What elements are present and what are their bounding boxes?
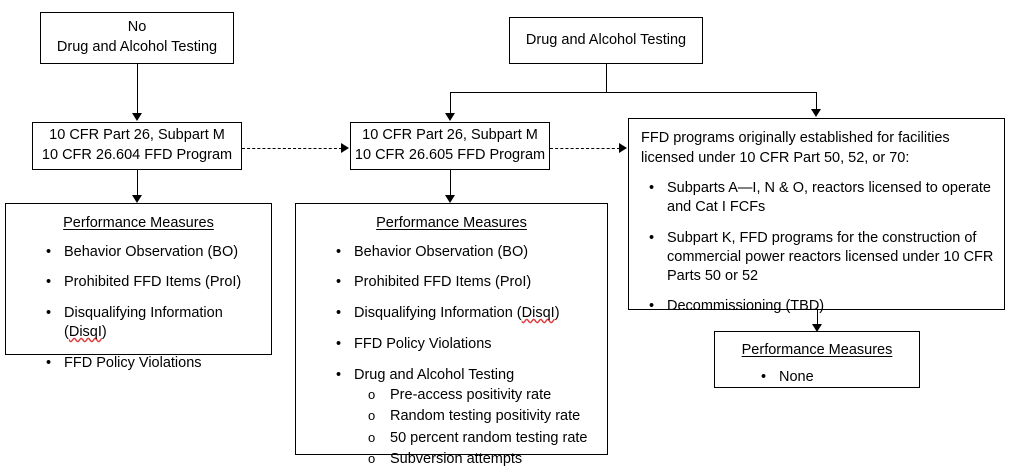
bullet-icon: • xyxy=(46,274,52,291)
bullet-icon: • xyxy=(649,298,655,315)
list-item: • Prohibited FFD Items (ProI) xyxy=(38,273,263,292)
list-item-label: Subversion attempts xyxy=(390,451,523,466)
list-item-label: Random testing positivity rate xyxy=(390,408,581,425)
list-item: • Disqualifying Information (DisqI) xyxy=(38,304,263,342)
arrowhead-down-icon xyxy=(445,195,455,203)
bullet-icon: • xyxy=(336,274,342,291)
list-item: o Pre-access positivity rate xyxy=(354,386,599,406)
connector-testing-split-bar xyxy=(450,92,816,93)
connector-ffd-to-pm-right xyxy=(817,310,818,325)
node-26604-line2: 10 CFR 26.604 FFD Program xyxy=(41,147,233,163)
arrowhead-right-icon xyxy=(619,143,627,153)
list-item-label: Pre-access positivity rate xyxy=(390,386,552,403)
circle-bullet-icon: o xyxy=(368,386,376,402)
node-testing-line1: Drug and Alcohol Testing xyxy=(525,31,687,48)
connector-no-testing-to-26604 xyxy=(137,64,138,114)
list-item-label: Drug and Alcohol Testing xyxy=(354,366,515,383)
arrowhead-down-icon xyxy=(132,113,142,121)
list-item: • FFD Policy Violations xyxy=(38,354,263,373)
connector-testing-stem xyxy=(606,64,607,92)
page-title: Performance Measures xyxy=(376,215,527,231)
connector-26605-to-pm-middle xyxy=(450,170,451,196)
bullet-icon: • xyxy=(46,354,52,371)
list-item: o Subversion attempts xyxy=(354,450,599,466)
list-item-label: None xyxy=(779,368,814,385)
bullet-icon: • xyxy=(46,243,52,260)
connector-26604-to-26605-dashed xyxy=(242,148,342,149)
list-item-label: FFD Policy Violations xyxy=(354,336,492,353)
bullet-icon: • xyxy=(336,336,342,353)
list-item: • Prohibited FFD Items (ProI) xyxy=(328,273,599,292)
list-item: • Behavior Observation (BO) xyxy=(328,243,599,262)
list-item-label: Subparts A—I, N & O, reactors licensed t… xyxy=(667,180,991,215)
list-item: o 50 percent random testing rate xyxy=(354,429,599,449)
list-item-label: Prohibited FFD Items (ProI) xyxy=(354,274,532,291)
list-item-label: FFD Policy Violations xyxy=(64,354,202,371)
pm-right-bullet-list: • None xyxy=(723,368,911,387)
list-item-label: Behavior Observation (BO) xyxy=(354,243,529,260)
bullet-icon: • xyxy=(46,305,52,322)
node-no-drug-and-alcohol-testing: No Drug and Alcohol Testing xyxy=(40,12,234,64)
node-26604-line1: 10 CFR Part 26, Subpart M xyxy=(49,127,225,144)
page-title: Performance Measures xyxy=(741,342,893,358)
bullet-icon: • xyxy=(336,366,342,383)
node-subpart-m-26605: 10 CFR Part 26, Subpart M 10 CFR 26.605 … xyxy=(350,122,550,170)
list-item: • Subparts A—I, N & O, reactors licensed… xyxy=(641,179,994,217)
bullet-icon: • xyxy=(336,305,342,322)
list-item-label: 50 percent random testing rate xyxy=(390,429,588,446)
pm-left-bullet-list: • Behavior Observation (BO) • Prohibited… xyxy=(14,243,263,373)
connector-split-to-26605 xyxy=(450,92,451,114)
arrowhead-right-icon xyxy=(341,143,349,153)
circle-bullet-icon: o xyxy=(368,429,376,445)
bullet-icon: • xyxy=(761,368,767,385)
list-item: o Random testing positivity rate xyxy=(354,407,599,427)
node-drug-and-alcohol-testing: Drug and Alcohol Testing xyxy=(509,17,703,64)
connector-split-to-ffd-programs xyxy=(816,92,817,110)
node-performance-measures-left: Performance Measures • Behavior Observat… xyxy=(5,203,272,371)
list-item: • Disqualifying Information (DisqI) xyxy=(328,304,599,323)
arrowhead-down-icon xyxy=(811,109,821,117)
ffd-intro-line2: licensed under 10 CFR Part 50, 52, or 70… xyxy=(641,149,910,166)
list-item: • Behavior Observation (BO) xyxy=(38,243,263,262)
list-item: • None xyxy=(753,368,911,387)
circle-bullet-icon: o xyxy=(368,451,376,466)
list-item-label: Disqualifying Information (DisqI) xyxy=(64,305,223,341)
circle-bullet-icon: o xyxy=(368,408,376,424)
arrowhead-down-icon xyxy=(445,113,455,121)
spellcheck-underlined-word: DisqI xyxy=(68,324,102,341)
node-subpart-m-26604: 10 CFR Part 26, Subpart M 10 CFR 26.604 … xyxy=(32,122,242,170)
node-no-testing-line2: Drug and Alcohol Testing xyxy=(56,39,218,55)
bullet-icon: • xyxy=(649,229,655,246)
node-no-testing-line1: No xyxy=(127,19,147,36)
bullet-icon: • xyxy=(336,243,342,260)
list-item: • Decommissioning (TBD) xyxy=(641,297,994,316)
node-performance-measures-right: Performance Measures • None xyxy=(714,331,920,388)
node-26605-line1: 10 CFR Part 26, Subpart M xyxy=(362,127,538,144)
arrowhead-down-icon xyxy=(132,195,142,203)
list-item: • FFD Policy Violations xyxy=(328,335,599,354)
list-item-label: Prohibited FFD Items (ProI) xyxy=(64,274,242,291)
pm-middle-bullet-list: • Behavior Observation (BO) • Prohibited… xyxy=(304,243,599,466)
list-item: • Drug and Alcohol Testing o Pre-access … xyxy=(328,366,599,466)
connector-26605-to-ffd-dashed xyxy=(550,148,620,149)
ffd-programs-bullet-list: • Subparts A—I, N & O, reactors licensed… xyxy=(641,179,994,316)
node-performance-measures-middle: Performance Measures • Behavior Observat… xyxy=(295,203,608,466)
spellcheck-underlined-word: DisqI xyxy=(521,305,555,322)
list-item-label: Disqualifying Information (DisqI) xyxy=(354,305,560,322)
list-item-label: Decommissioning (TBD) xyxy=(667,298,825,315)
connector-26604-to-pm-left xyxy=(137,170,138,196)
list-item: • Subpart K, FFD programs for the constr… xyxy=(641,229,994,286)
bullet-icon: • xyxy=(649,180,655,197)
list-item-label: Subpart K, FFD programs for the construc… xyxy=(667,229,994,284)
list-item-label: Behavior Observation (BO) xyxy=(64,243,239,260)
node-ffd-programs-originally-established: FFD programs originally established for … xyxy=(628,118,1005,314)
page-title: Performance Measures xyxy=(63,215,214,231)
node-26605-line2: 10 CFR 26.605 FFD Program xyxy=(354,147,546,163)
pm-middle-sub-bullet-list: o Pre-access positivity rate o Random te… xyxy=(354,386,599,466)
ffd-intro-line1: FFD programs originally established for … xyxy=(641,130,950,146)
arrowhead-down-icon xyxy=(812,324,822,332)
